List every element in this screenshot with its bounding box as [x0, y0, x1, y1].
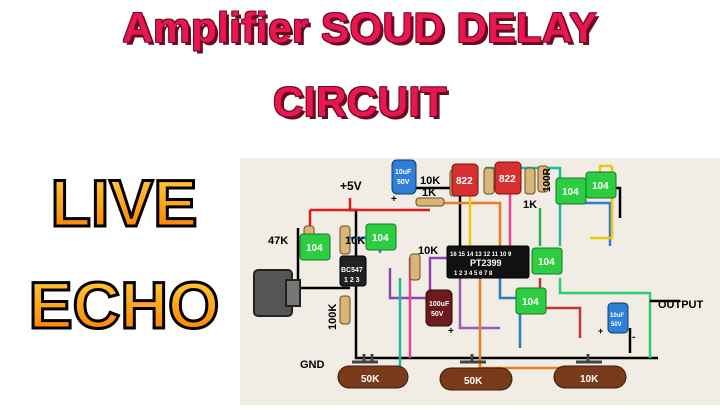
svg-text:50V: 50V: [397, 179, 410, 186]
microphone-icon: [253, 269, 301, 317]
capacitor-104-3: 104: [555, 177, 587, 205]
supply-label: +5V: [340, 179, 362, 193]
capacitor-822-2: 822: [494, 161, 522, 195]
capacitor-822-1: 822: [451, 163, 479, 197]
svg-text:+: +: [391, 194, 397, 205]
svg-text:1 2 3 4 5 6 7 8: 1 2 3 4 5 6 7 8: [454, 271, 493, 277]
title-line-1: Amplifier SOUD DELAY: [122, 4, 598, 51]
capacitor-104-2: 104: [365, 223, 397, 251]
live-label: LIVE: [14, 169, 234, 238]
resistor-10k-a-label: 10K: [345, 235, 365, 247]
svg-text:104: 104: [592, 181, 609, 192]
svg-text:822: 822: [456, 176, 473, 187]
capacitor-104-1: 104: [299, 233, 331, 261]
svg-text:10K: 10K: [580, 374, 599, 385]
svg-text:16 15 14 13 12 11 10 9: 16 15 14 13 12 11 10 9: [450, 252, 512, 258]
transistor-bc547: BC547 1 2 3: [339, 255, 367, 287]
resistor-100k: 100K: [327, 295, 351, 330]
svg-text:10uF: 10uF: [395, 169, 412, 176]
resistor-100r: 100R: [537, 165, 553, 193]
capacitor-104-4: 104: [585, 171, 617, 199]
ic-pt2399: 16 15 14 13 12 11 10 9 PT2399 1 2 3 4 5 …: [446, 245, 530, 279]
svg-text:50V: 50V: [431, 311, 444, 318]
svg-text:1 2 3: 1 2 3: [344, 277, 360, 284]
output-label: OUTPUT: [658, 299, 704, 311]
title-line-2: CIRCUIT: [273, 78, 447, 125]
svg-text:BC547: BC547: [341, 267, 363, 274]
svg-text:104: 104: [306, 243, 323, 254]
resistor-10k-a: 10K: [339, 225, 365, 255]
svg-text:+: +: [448, 326, 454, 337]
ground-label: GND: [300, 359, 325, 371]
potentiometer-50k-1: 50K: [337, 354, 409, 389]
potentiometer-10k: 10K: [553, 354, 627, 389]
svg-text:50K: 50K: [361, 374, 380, 385]
resistor-10k-mid-label: 10K: [418, 245, 438, 257]
electrolytic-cap-1: 10uF 50V +: [391, 159, 417, 205]
capacitor-104-5: 104: [531, 247, 563, 275]
svg-text:10uF: 10uF: [610, 313, 624, 319]
resistor-10k-top: 10K 1K: [415, 175, 445, 207]
potentiometer-50k-2: 50K: [439, 354, 513, 391]
svg-text:50V: 50V: [611, 322, 622, 328]
svg-text:104: 104: [538, 257, 555, 268]
electrolytic-cap-2: 100uF 50V +: [425, 289, 454, 337]
svg-text:822: 822: [499, 174, 516, 185]
svg-text:104: 104: [372, 233, 389, 244]
resistor-10k-mid: 10K: [409, 245, 438, 281]
resistor-1k-right-label: 1K: [523, 199, 537, 211]
svg-text:104: 104: [522, 297, 539, 308]
electrolytic-cap-3: 10uF 50V + -: [598, 302, 635, 343]
ic-name: PT2399: [470, 258, 502, 268]
resistor-100k-label: 100K: [327, 304, 339, 330]
capacitor-104-6: 104: [515, 287, 547, 315]
circuit-diagram: +5V GND OUTPUT 47K 10K 100K 10K 1K 10K 1…: [253, 159, 704, 391]
echo-label: ECHO: [14, 271, 234, 340]
svg-text:+: +: [598, 326, 603, 336]
resistor-47k-label: 47K: [268, 235, 288, 247]
svg-text:-: -: [632, 332, 635, 343]
svg-text:100uF: 100uF: [429, 301, 450, 308]
svg-text:50K: 50K: [464, 376, 483, 387]
resistor-10k-top-label: 10K: [420, 175, 440, 187]
resistor-100r-label: 100R: [542, 167, 553, 192]
resistor-1k-right: 1K: [523, 199, 537, 211]
svg-text:104: 104: [562, 187, 579, 198]
circuit-board: +5V GND OUTPUT 47K 10K 100K 10K 1K 10K 1…: [240, 158, 720, 405]
resistor-1k-top-label: 1K: [422, 187, 436, 199]
